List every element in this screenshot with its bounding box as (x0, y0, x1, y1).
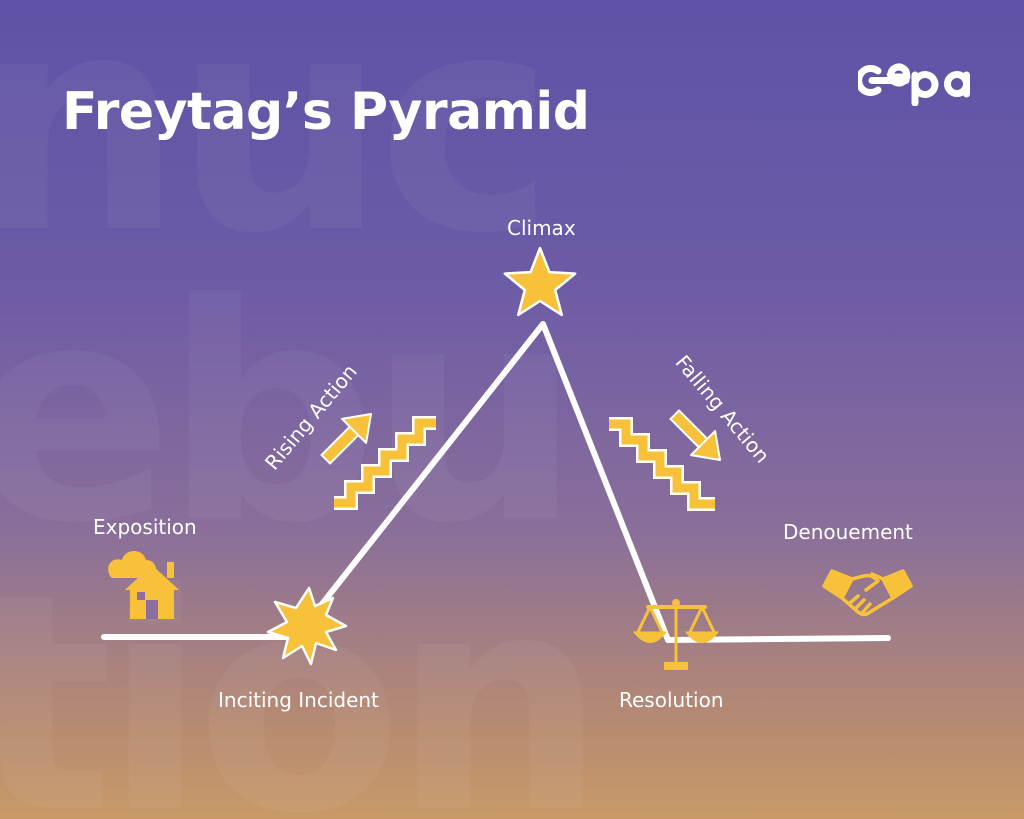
balance-scale-icon (632, 599, 720, 670)
house-icon (108, 551, 179, 619)
handshake-icon (822, 569, 913, 617)
pyramid-line (101, 321, 891, 643)
label-inciting-incident: Inciting Incident (218, 688, 379, 712)
up-arrow-stairs-icon (320, 412, 436, 510)
label-denouement: Denouement (783, 520, 913, 544)
label-resolution: Resolution (619, 688, 724, 712)
label-climax: Climax (507, 216, 576, 240)
down-arrow-stairs-icon (609, 409, 722, 511)
label-exposition: Exposition (93, 515, 197, 539)
page-title: Freytag’s Pyramid (62, 82, 590, 142)
star-icon (503, 246, 577, 317)
burst-icon (266, 586, 348, 666)
cepa-logo: cepa (858, 63, 970, 106)
